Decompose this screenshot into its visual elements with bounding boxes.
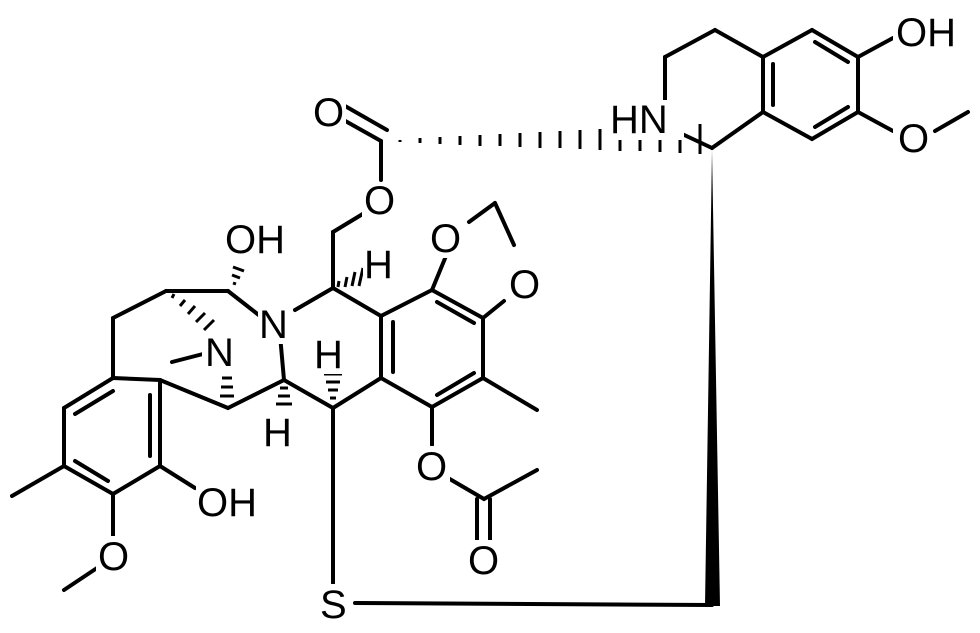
bond: [338, 116, 383, 143]
hashed-bond: [170, 293, 216, 332]
bond: [810, 28, 860, 59]
bond: [158, 378, 230, 410]
atom-label-o: O: [313, 91, 344, 135]
bond: [482, 468, 539, 501]
hashed-bond: [231, 265, 245, 286]
bond: [493, 201, 516, 247]
bond: [446, 476, 486, 501]
bond: [856, 110, 895, 133]
bond: [343, 104, 389, 132]
bond: [111, 464, 162, 496]
hashed-bond: [324, 372, 342, 400]
bond: [713, 28, 765, 59]
bond: [710, 110, 765, 150]
atom-label-oh: OH: [197, 481, 257, 525]
bond: [331, 286, 383, 318]
bond: [430, 254, 448, 292]
atom-label-n: N: [259, 303, 288, 347]
bond: [663, 28, 717, 59]
bond: [62, 566, 99, 592]
atom-label-o: O: [509, 263, 540, 307]
bond: [481, 376, 539, 412]
bond: [73, 459, 110, 483]
bond-layer: [10, 28, 970, 607]
bond: [111, 289, 168, 320]
bond: [331, 376, 383, 410]
bond: [856, 36, 895, 59]
atom-label-h: H: [364, 243, 393, 287]
atom-label-h: H: [314, 333, 343, 377]
bond: [111, 376, 162, 382]
hashed-bond: [336, 267, 365, 288]
bond: [158, 464, 197, 490]
atom-label-o: O: [898, 117, 929, 161]
bond: [813, 105, 850, 129]
wedge-bond: [705, 150, 720, 606]
bond: [62, 464, 115, 496]
atom-label-o: O: [364, 179, 395, 223]
bond: [226, 289, 262, 318]
atom-label-o: O: [468, 539, 499, 583]
bond: [73, 389, 115, 416]
bond: [170, 352, 205, 364]
bond: [467, 201, 497, 224]
bond: [761, 28, 814, 59]
bond: [810, 110, 860, 141]
bond: [293, 286, 335, 312]
bond: [761, 110, 814, 141]
atom-label-o: O: [430, 217, 461, 261]
bond: [481, 299, 506, 320]
bond: [430, 288, 485, 320]
bond: [10, 464, 66, 498]
hashed-bond: [220, 376, 234, 398]
bond: [933, 110, 970, 133]
bond: [435, 371, 476, 397]
hashed-bond: [276, 386, 292, 406]
bond: [331, 210, 368, 234]
bond: [678, 131, 714, 150]
atom-label-oh: OH: [225, 218, 285, 262]
bond: [62, 376, 115, 410]
atom-label-hn: HN: [610, 98, 668, 142]
atom-label-n: N: [205, 331, 234, 375]
bond: [226, 378, 286, 410]
atom-label-s: S: [320, 583, 347, 627]
bond: [430, 376, 485, 409]
bond: [379, 288, 434, 318]
bond: [353, 601, 714, 607]
stereo-bond-layer: [170, 124, 720, 606]
atom-label-oh: OH: [896, 11, 956, 55]
atom-label-h: H: [263, 411, 292, 455]
bond: [813, 40, 850, 64]
atom-label-o: O: [416, 445, 447, 489]
bond: [435, 300, 476, 325]
atom-label-o: O: [98, 535, 129, 579]
bond: [282, 378, 335, 410]
bond: [379, 376, 434, 409]
atom-layer: OH O HN O O OH H O O N N H H OH O O O: [96, 11, 969, 627]
